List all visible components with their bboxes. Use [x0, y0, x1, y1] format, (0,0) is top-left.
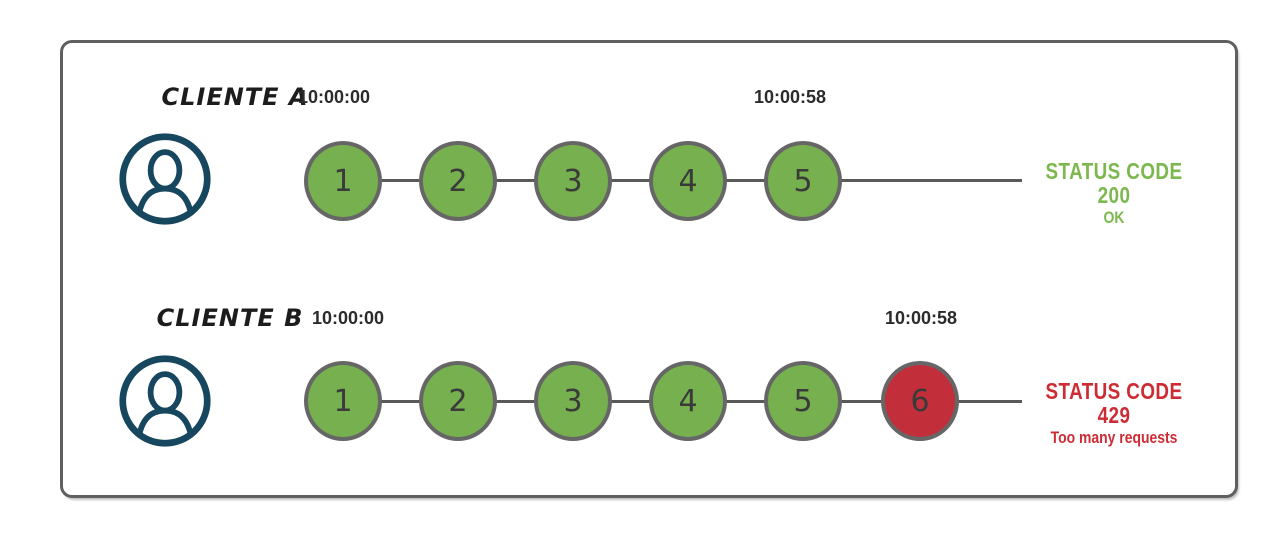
outer-frame: CLIENTE A 10:00:00 10:00:58 1 2 3 4 5 ST… [60, 40, 1238, 498]
row-b-status: STATUS CODE 429 Too many requests [1039, 379, 1190, 447]
row-b-start-time: 10:00:00 [311, 308, 385, 328]
request-circle: 2 [419, 141, 497, 221]
request-circle: 5 [764, 361, 842, 441]
request-circle: 1 [304, 361, 382, 441]
status-code-text: STATUS CODE 429 [1045, 378, 1183, 429]
client-a-avatar-icon [119, 133, 211, 225]
request-circle: 4 [649, 141, 727, 221]
request-circle: 5 [764, 141, 842, 221]
status-code-text: STATUS CODE 200 [1045, 158, 1183, 209]
request-circle: 2 [419, 361, 497, 441]
request-circle-blocked: 6 [881, 361, 959, 441]
request-circle: 1 [304, 141, 382, 221]
request-circle: 3 [534, 361, 612, 441]
row-a-status: STATUS CODE 200 OK [1039, 159, 1190, 227]
row-b-end-time: 10:00:58 [884, 308, 958, 328]
client-b-avatar-icon [119, 355, 211, 447]
row-a-start-time: 10:00:00 [297, 87, 371, 107]
client-a-label: CLIENTE A [161, 83, 309, 111]
status-message-text: OK [1103, 208, 1125, 228]
row-a-end-time: 10:00:58 [753, 87, 827, 107]
request-circle: 3 [534, 141, 612, 221]
status-message-text: Too many requests [1050, 428, 1178, 448]
request-circle: 4 [649, 361, 727, 441]
client-b-label: CLIENTE B [156, 304, 304, 332]
